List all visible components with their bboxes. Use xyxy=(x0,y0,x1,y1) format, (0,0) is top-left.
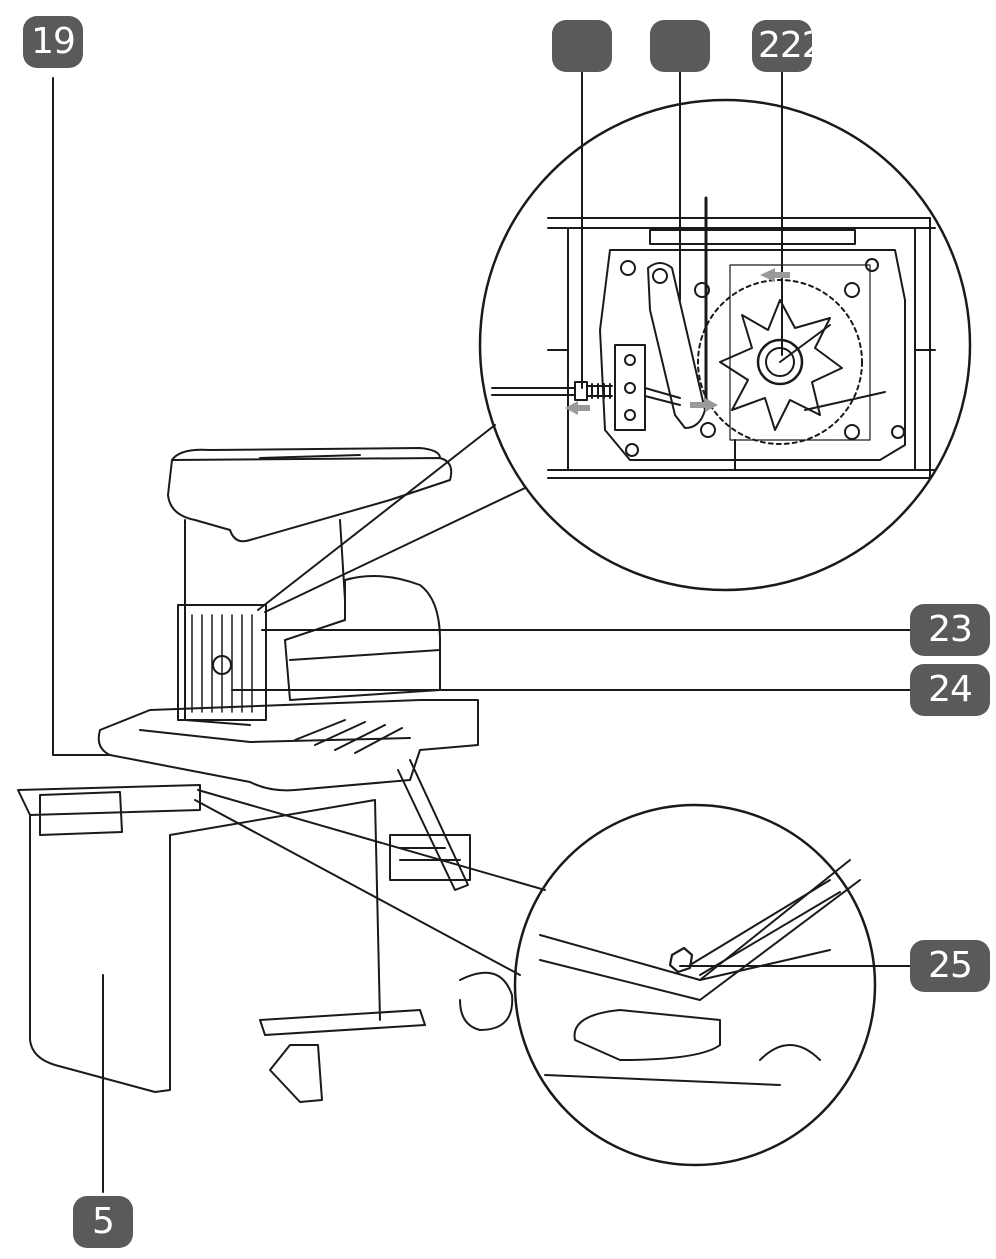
leader-lines xyxy=(52,71,911,1193)
callout-22: 222 xyxy=(752,20,812,72)
bolt xyxy=(891,425,905,439)
mount-plate xyxy=(599,249,906,461)
foot xyxy=(269,1044,323,1103)
spring-block xyxy=(614,344,646,431)
bolt xyxy=(625,443,639,457)
collection-box xyxy=(17,784,201,816)
bolt xyxy=(694,282,710,298)
grille-knob xyxy=(212,655,232,675)
zoom-cone-line xyxy=(194,799,521,976)
grille-panel xyxy=(177,604,267,721)
cable-clamp xyxy=(574,381,588,401)
zoom-detail-top xyxy=(257,98,972,613)
zoom-cone-line xyxy=(264,487,526,613)
label-plate xyxy=(389,834,471,881)
block-hole xyxy=(624,409,636,421)
adjust-nut-icon xyxy=(668,946,694,974)
tray-rib xyxy=(334,724,386,751)
block-hole xyxy=(624,354,636,366)
arrow-right-icon xyxy=(690,398,718,412)
bolt xyxy=(700,422,716,438)
zoom-circle-top xyxy=(478,98,972,592)
hood xyxy=(167,457,453,543)
hood xyxy=(171,447,441,461)
tray-ribs xyxy=(294,719,403,754)
detail-bar xyxy=(699,891,841,976)
tray-rib xyxy=(314,721,366,746)
zoom-circle-bottom xyxy=(513,803,877,1167)
hopper-tray xyxy=(97,699,479,792)
direction-arrows xyxy=(565,268,790,415)
motor-column xyxy=(184,519,251,726)
collection-box-handle xyxy=(39,791,123,836)
spoke xyxy=(779,324,831,363)
frame-leg xyxy=(397,759,469,891)
wheel xyxy=(459,971,514,1031)
ratchet-hub xyxy=(765,347,795,377)
bolt xyxy=(620,260,636,276)
bracket xyxy=(729,264,871,441)
spoke xyxy=(804,391,886,411)
shredder-machine xyxy=(17,447,514,1103)
zoom-detail-bottom xyxy=(194,789,877,1167)
callout-5: 5 xyxy=(73,1196,133,1248)
block-hole xyxy=(624,382,636,394)
detail-curve xyxy=(759,1044,821,1061)
detail-slot xyxy=(573,1009,721,1061)
tray-rib xyxy=(354,727,403,754)
ratchet-wheel-outline xyxy=(697,279,863,445)
detail-rail xyxy=(539,879,861,1001)
bolt xyxy=(844,282,860,298)
callout-19: 19 xyxy=(23,16,83,68)
callout-25: 25 xyxy=(910,940,990,992)
hood-slot xyxy=(259,454,361,459)
callout-20 xyxy=(552,20,612,72)
callout-24: 24 xyxy=(910,664,990,716)
leader-19 xyxy=(52,77,111,756)
arrow-left-icon xyxy=(565,401,590,415)
callout-21 xyxy=(650,20,710,72)
pawl-pivot xyxy=(652,268,668,284)
arrow-left-icon xyxy=(760,268,790,282)
star-wheel xyxy=(719,299,843,431)
detail-rail xyxy=(699,949,831,981)
collection-box xyxy=(29,814,171,1093)
detail-rail xyxy=(544,1074,781,1086)
frame-leg xyxy=(259,1009,426,1036)
detail-bar xyxy=(689,879,831,966)
top-rail xyxy=(649,229,856,245)
housing-frame xyxy=(547,217,931,479)
adjust-screw xyxy=(586,383,613,399)
adjust-screw xyxy=(644,387,681,406)
tray-rib xyxy=(294,719,346,741)
callout-23: 23 xyxy=(910,604,990,656)
bolt xyxy=(844,424,860,440)
grille-slots xyxy=(191,614,253,713)
motor-housing xyxy=(289,649,441,661)
zoom-cone-line xyxy=(257,424,496,611)
motor-housing xyxy=(284,575,441,701)
bolts xyxy=(620,258,905,457)
ratchet-hub xyxy=(756,338,804,386)
zoom-cone-line xyxy=(197,789,546,891)
